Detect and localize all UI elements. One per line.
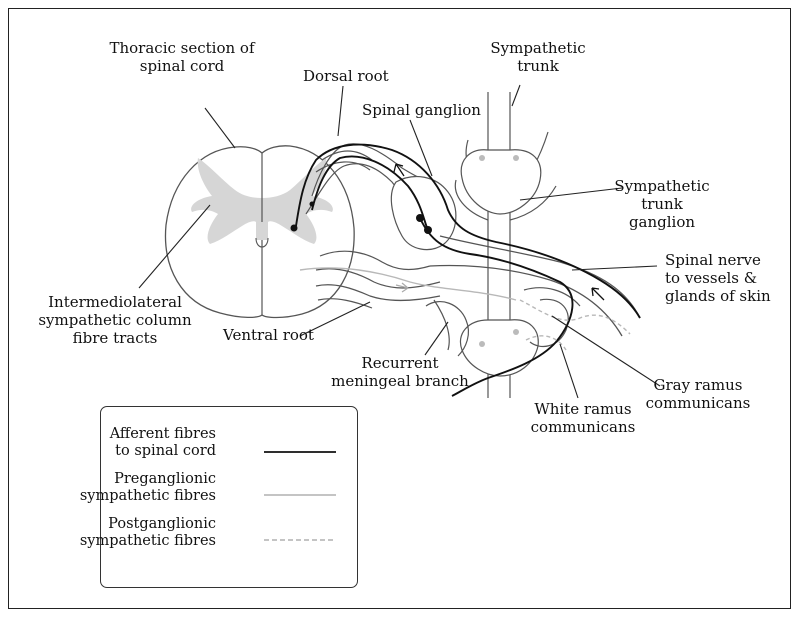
label-dorsal-root: Dorsal root	[303, 67, 389, 85]
leader-lines	[138, 84, 661, 399]
ventral-root	[315, 250, 441, 309]
label-gray-ramus: Gray ramus communicans	[645, 376, 751, 412]
label-intermediolateral: Intermediolateral sympathetic column fib…	[38, 293, 192, 347]
spinal-nerve	[429, 235, 641, 337]
label-recurrent-meningeal: Recurrent meningeal branch	[331, 354, 469, 390]
label-spinal-ganglion: Spinal ganglion	[362, 101, 481, 119]
label-thoracic: Thoracic section of spinal cord	[109, 39, 255, 75]
label-spinal-nerve: Spinal nerve to vessels & glands of skin	[665, 251, 771, 305]
rami-communicantes	[523, 287, 581, 348]
legend-label-postganglionic: Postganglionic sympathetic fibres	[79, 516, 216, 549]
label-sympathetic-trunk: Sympathetic trunk	[490, 39, 586, 75]
postganglionic-fibres	[519, 299, 631, 351]
symp-trunk-ganglion-upper	[460, 149, 542, 215]
label-white-ramus: White ramus communicans	[530, 400, 636, 436]
recurrent-meningeal-branch	[425, 299, 470, 357]
symp-trunk-ganglion-lower	[459, 319, 539, 377]
afferent-fibres	[295, 143, 641, 397]
grey-arrows	[395, 282, 409, 293]
label-ventral-root: Ventral root	[223, 326, 314, 344]
preganglionic-fibres	[299, 267, 517, 301]
legend-label-afferent: Afferent fibres to spinal cord	[109, 426, 216, 459]
legend-label-preganglionic: Preganglionic sympathetic fibres	[79, 471, 216, 504]
label-symp-trunk-ganglion: Sympathetic trunk ganglion	[614, 177, 710, 231]
figure-frame	[8, 8, 791, 609]
legend: Afferent fibres to spinal cord Pregangli…	[80, 406, 358, 588]
spinal-ganglion	[390, 175, 457, 251]
flow-arrows	[393, 163, 605, 301]
